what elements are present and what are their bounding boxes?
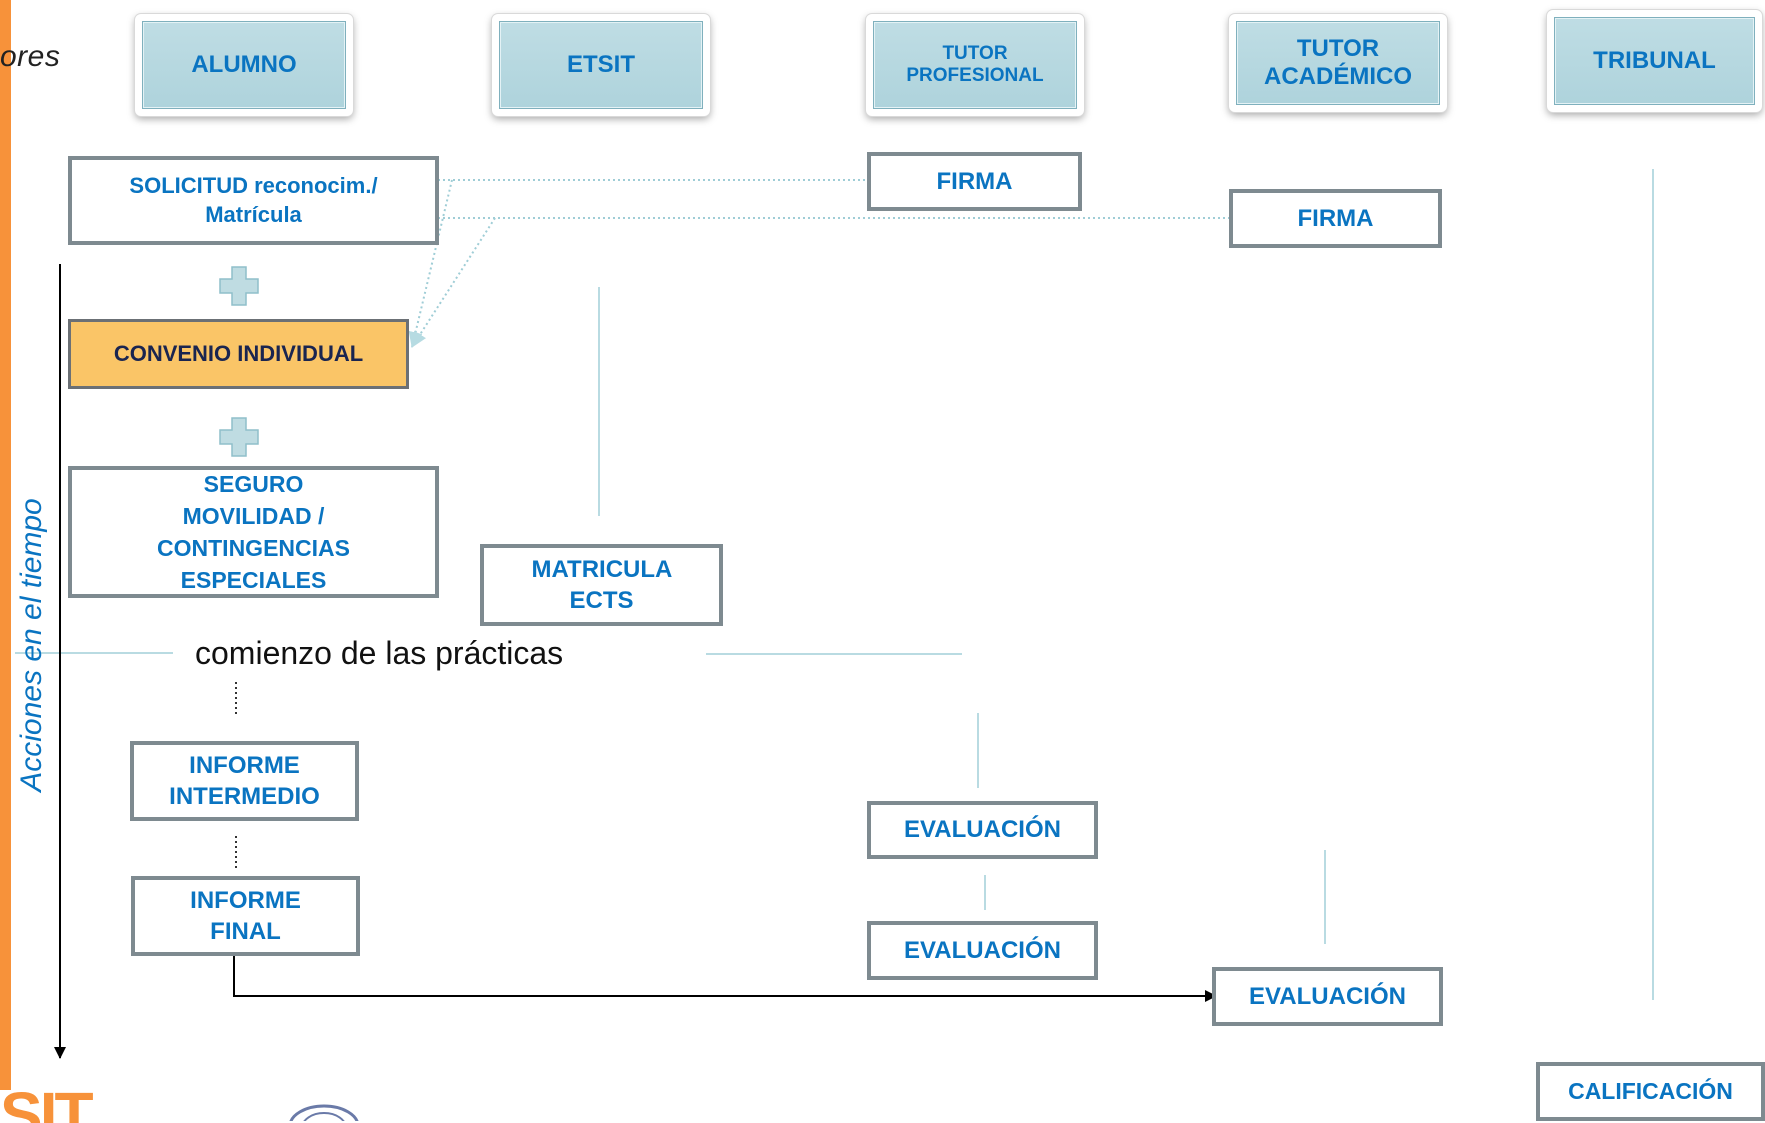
phase-label: comienzo de las prácticas <box>195 635 564 671</box>
header-tutor-profesional: TUTOR PROFESIONAL <box>866 14 1084 116</box>
crest-logo <box>289 1104 359 1121</box>
lane-separators <box>15 169 1654 1000</box>
convenio-box: CONVENIO INDIVIDUAL <box>68 319 409 389</box>
informe-intermedio-box: INFORME INTERMEDIO <box>130 741 359 821</box>
header-tutor-academico: TUTOR ACADÉMICO <box>1229 14 1447 112</box>
header-etsit-label: ETSIT <box>499 21 703 109</box>
actors-label: ores <box>0 40 61 73</box>
calificacion-box: CALIFICACIÓN <box>1536 1062 1765 1121</box>
evaluacion-profesional-1-box: EVALUACIÓN <box>867 801 1098 859</box>
informe-to-evaluacion-arrow <box>233 955 1217 1002</box>
accent-bar <box>0 0 11 1090</box>
seguro-box: SEGURO MOVILIDAD / CONTINGENCIAS ESPECIA… <box>68 466 439 598</box>
header-etsit: ETSIT <box>492 14 710 116</box>
solicitud-box: SOLICITUD reconocim./ Matrícula <box>68 156 439 245</box>
matricula-ects-box: MATRICULA ECTS <box>480 544 723 626</box>
header-alumno: ALUMNO <box>135 14 353 116</box>
header-tutor-profesional-label: TUTOR PROFESIONAL <box>873 21 1077 109</box>
plus-icon <box>219 417 259 457</box>
firma-academico-box: FIRMA <box>1229 189 1442 248</box>
evaluacion-academico-box: EVALUACIÓN <box>1212 967 1443 1026</box>
evaluacion-profesional-2-box: EVALUACIÓN <box>867 921 1098 980</box>
etsit-logo: SIT <box>0 1083 94 1123</box>
firma-profesional-box: FIRMA <box>867 152 1082 211</box>
firma-arrows <box>363 173 1230 348</box>
plus-icon <box>219 266 259 306</box>
header-tutor-academico-label: TUTOR ACADÉMICO <box>1236 21 1440 105</box>
header-alumno-label: ALUMNO <box>142 21 346 109</box>
header-tribunal-label: TRIBUNAL <box>1554 17 1755 105</box>
time-axis-label: Acciones en el tiempo <box>15 498 48 792</box>
header-tribunal: TRIBUNAL <box>1547 10 1762 112</box>
informe-final-box: INFORME FINAL <box>131 876 360 956</box>
